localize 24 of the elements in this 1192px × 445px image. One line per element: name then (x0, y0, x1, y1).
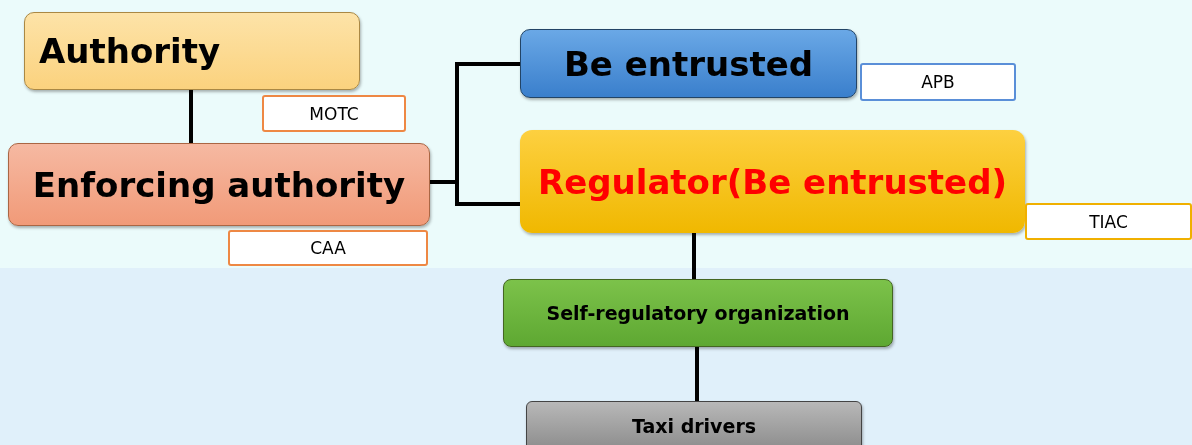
box-label: APB (921, 72, 955, 92)
enforcing-authority-box (8, 143, 430, 226)
connector-line (430, 180, 520, 206)
name-tag (262, 95, 406, 132)
organization-box (503, 279, 893, 347)
box-label: TIAC (1089, 211, 1128, 232)
connector-line (189, 90, 193, 143)
box-label: Self-regulatory organization (546, 302, 850, 324)
box-label: Be entrusted (563, 43, 814, 84)
box-label: MOTC (309, 103, 359, 124)
box-label: Regulator(Be entrusted) (538, 161, 1007, 202)
box-label: CAA (310, 238, 346, 258)
entrusted-box (520, 29, 857, 98)
box-label: Authority (39, 31, 221, 71)
name-tag (1025, 203, 1192, 240)
box-label: Taxi drivers (631, 415, 757, 437)
name-tag (228, 230, 428, 266)
authority-box (24, 12, 360, 90)
box-label: Enforcing authority (32, 164, 406, 205)
drivers-box (526, 401, 862, 445)
connector-line (695, 347, 699, 401)
regulator-box (520, 130, 1025, 233)
name-tag (860, 63, 1016, 101)
connector-line (692, 233, 696, 279)
